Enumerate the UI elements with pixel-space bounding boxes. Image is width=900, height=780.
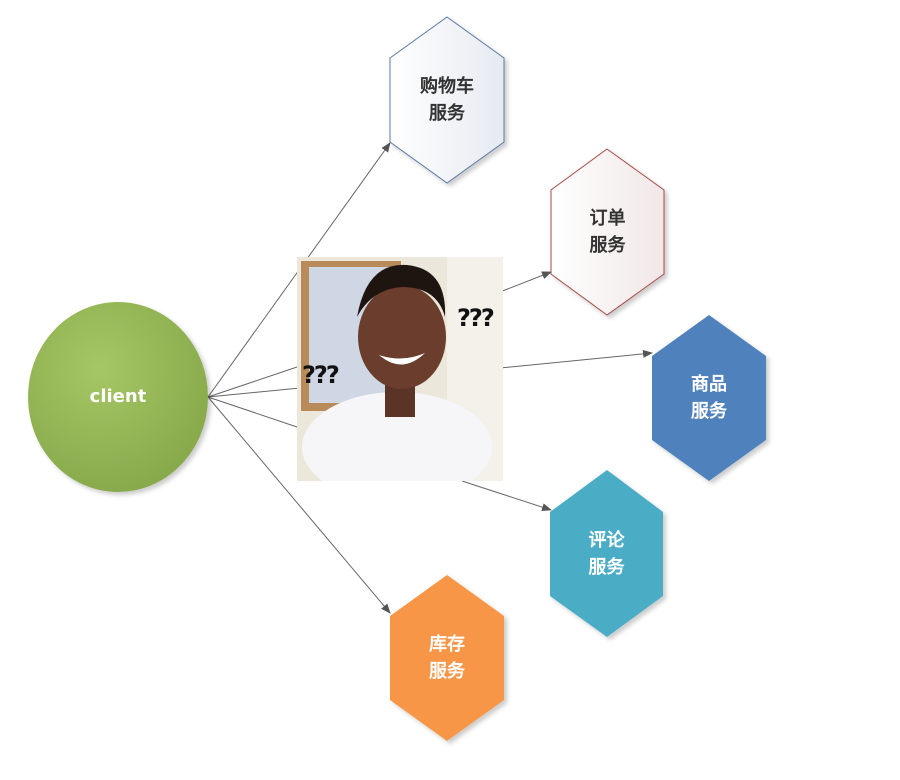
product-service-label: 商品 服务	[652, 371, 766, 425]
order-service-node	[550, 148, 665, 316]
review-service-node	[550, 470, 663, 637]
review-service-line1: 评论	[588, 530, 625, 551]
meme-illustration	[297, 257, 503, 481]
connector-review	[461, 480, 552, 512]
product-service-line1: 商品	[691, 374, 727, 395]
cart-service-line1: 购物车	[420, 76, 474, 97]
order-service-label: 订单 服务	[551, 205, 664, 259]
confused-meme-image: ??? ???	[297, 257, 503, 481]
connector-client-meme-3	[207, 396, 301, 429]
connector-client-meme-2	[207, 387, 301, 398]
cart-service-label: 购物车 服务	[390, 73, 504, 127]
order-service-line1: 订单	[589, 208, 626, 229]
inventory-service-label: 库存 服务	[390, 631, 504, 685]
client-label-text: client	[89, 386, 147, 407]
connector-product	[499, 349, 653, 369]
cart-service-node	[389, 16, 505, 184]
meme-left-question-marks: ???	[302, 361, 340, 389]
connector-order	[499, 271, 552, 293]
order-service-line2: 服务	[589, 235, 626, 256]
review-service-line2: 服务	[588, 557, 625, 578]
connector-client-inventory	[207, 396, 391, 614]
cart-service-line2: 服务	[429, 103, 465, 124]
client-label: client	[58, 383, 178, 410]
inventory-service-line1: 库存	[429, 634, 465, 655]
inventory-service-line2: 服务	[429, 661, 465, 682]
meme-right-question-marks: ???	[457, 304, 495, 332]
client-node	[28, 302, 208, 492]
connector-client-meme-1	[207, 365, 301, 398]
review-service-label: 评论 服务	[550, 527, 663, 581]
product-service-line2: 服务	[691, 401, 727, 422]
inventory-service-node	[390, 575, 504, 741]
product-service-node	[652, 315, 766, 481]
